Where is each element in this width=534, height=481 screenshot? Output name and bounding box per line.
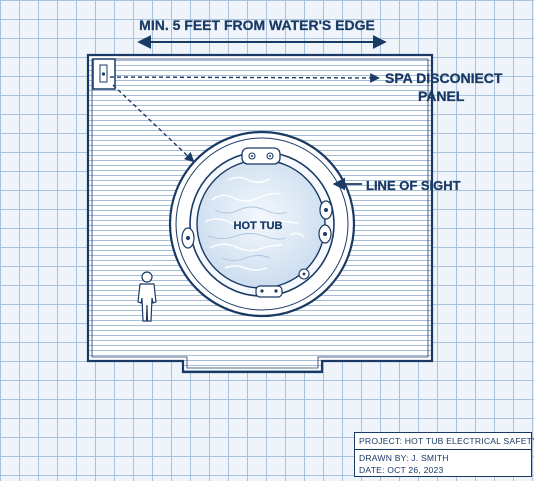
hot-tub-label: HOT TUB bbox=[234, 220, 283, 232]
panel-leader-line bbox=[109, 73, 380, 83]
line-of-sight-label: LINE OF SIGHT bbox=[366, 178, 461, 193]
date-field: DATE: OCT 26, 2023 bbox=[359, 465, 444, 475]
drawn-by-field: DRAWN BY: J. SMITH bbox=[359, 453, 449, 463]
min-distance-dimension: MIN. 5 FEET FROM WATER'S EDGE bbox=[137, 17, 387, 49]
person-icon bbox=[137, 271, 157, 322]
min-distance-label: MIN. 5 FEET FROM WATER'S EDGE bbox=[139, 17, 375, 33]
panel-to-tub-line bbox=[112, 84, 195, 163]
title-block: PROJECT: HOT TUB ELECTRICAL SAFETY DRAWN… bbox=[354, 432, 534, 477]
panel-label-line1: SPA DISCONIECT bbox=[385, 70, 503, 86]
panel-label-line2: PANEL bbox=[418, 88, 465, 104]
project-field: PROJECT: HOT TUB ELECTRICAL SAFETY bbox=[355, 433, 534, 450]
hot-tub: HOT TUB bbox=[168, 130, 356, 318]
spa-disconnect-panel bbox=[92, 58, 116, 90]
